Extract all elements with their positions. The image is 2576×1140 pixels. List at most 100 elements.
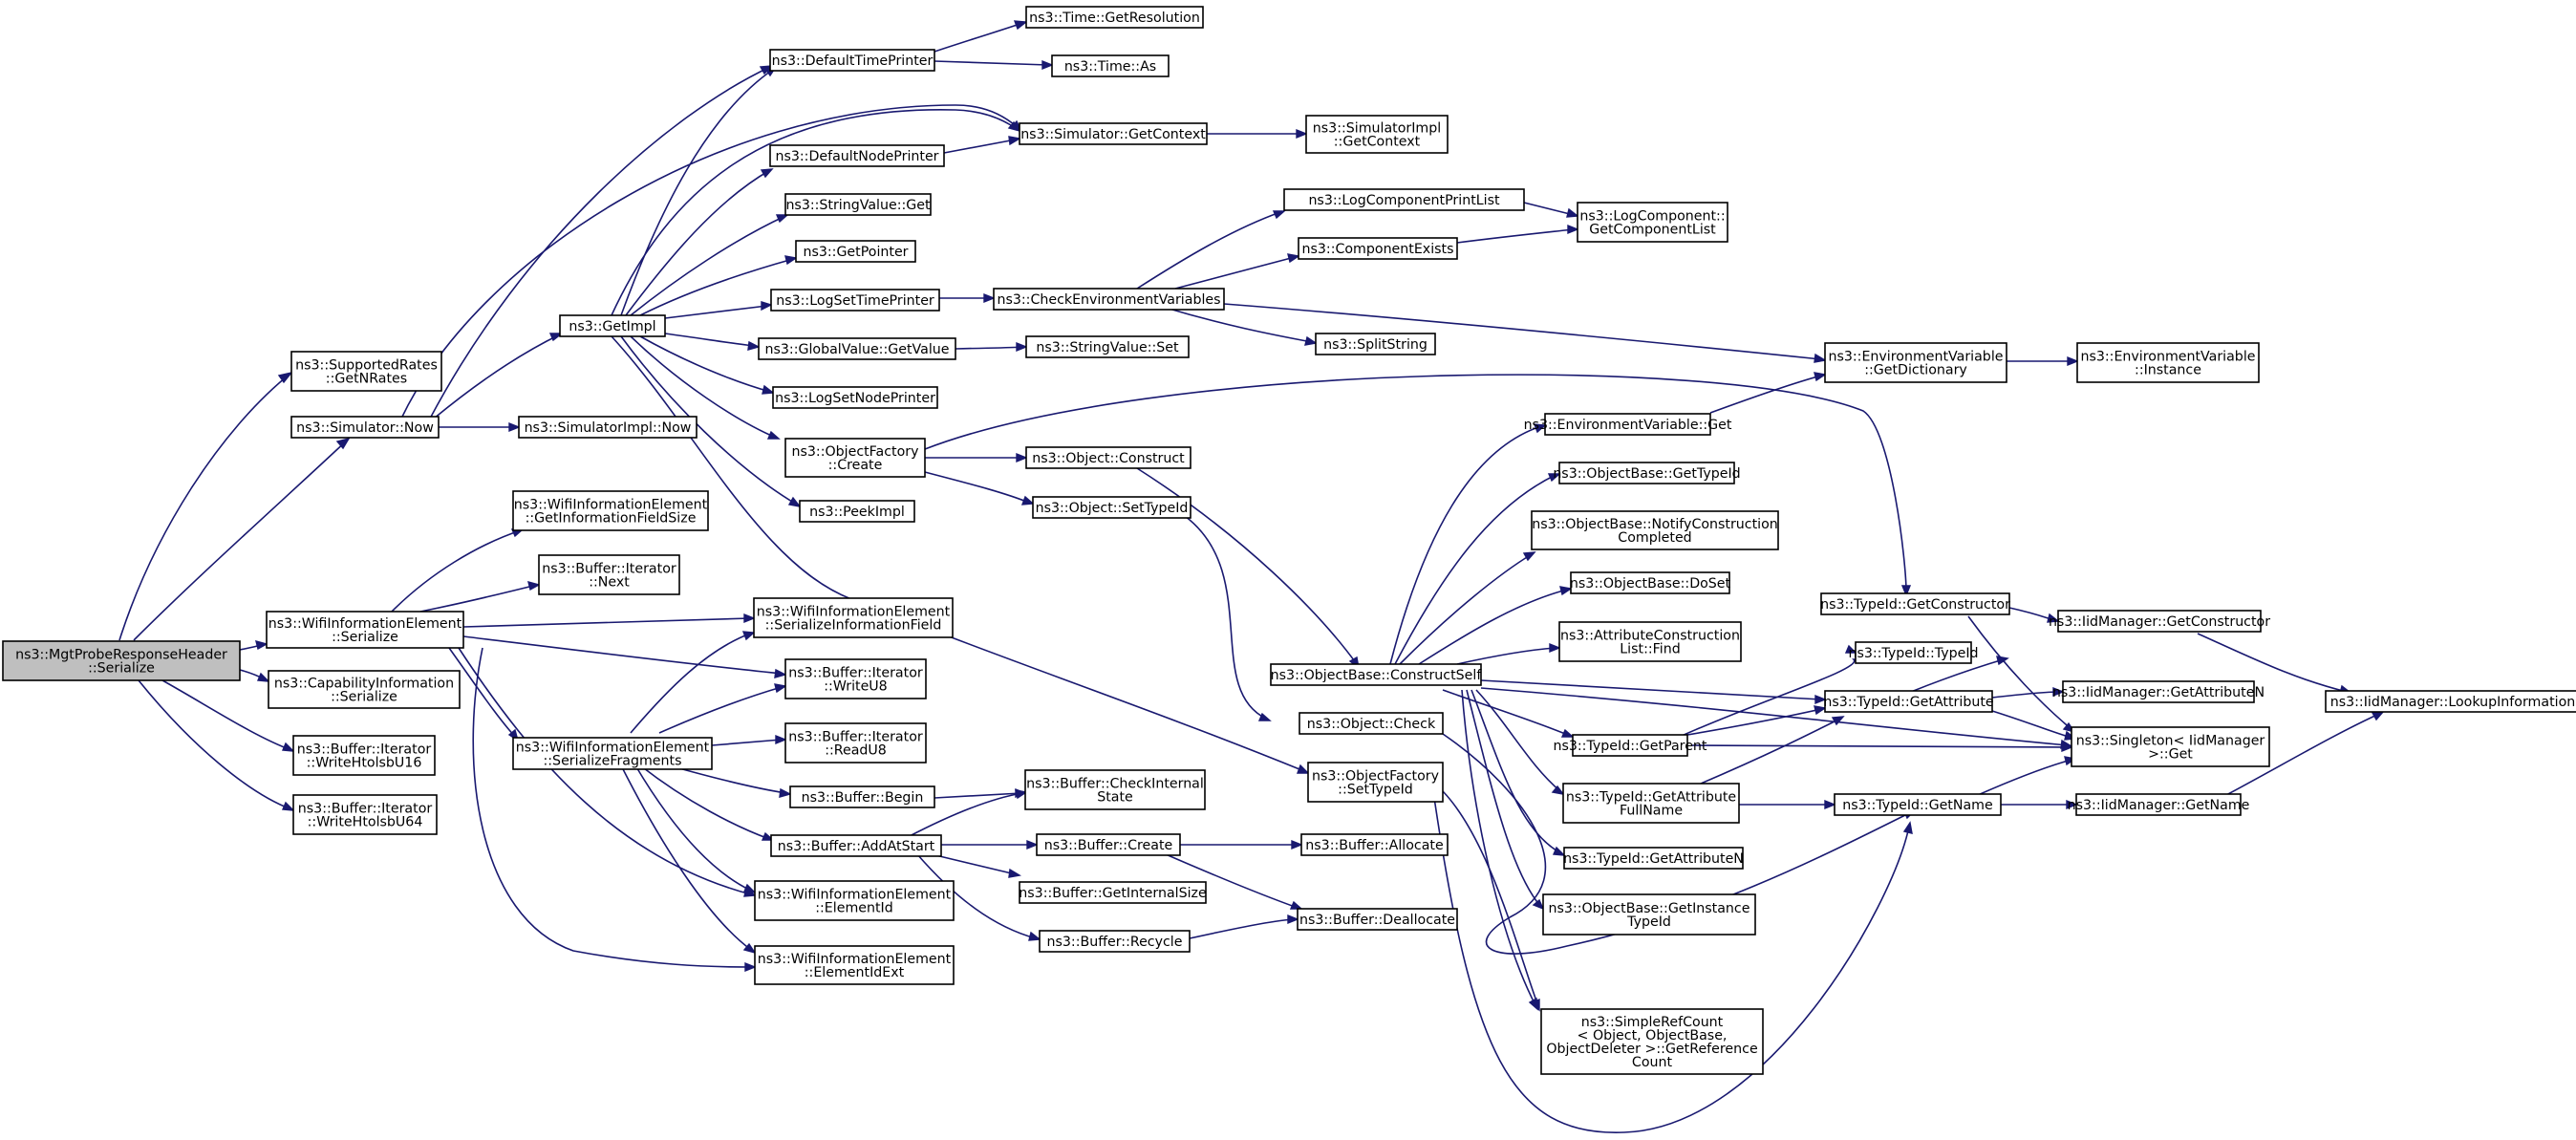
function-node-n21[interactable]: ns3::GlobalValue::GetValue [758,337,956,360]
function-node-n8[interactable]: ns3::SimulatorImpl::Now [518,416,698,439]
function-node-n52[interactable]: ns3::EnvironmentVariable::Instance [2076,342,2260,383]
function-node-n16[interactable]: ns3::DefaultTimePrinter [769,49,935,72]
function-node-n43[interactable]: ns3::ComponentExists [1298,237,1458,260]
node-label-line: ns3::TypeId::GetAttributeN [1563,851,1744,867]
edge-n13-n27 [668,764,792,798]
edge-n7-n25 [611,335,1310,774]
function-node-n55[interactable]: ns3::ObjectBase::NotifyConstructionCompl… [1531,510,1779,550]
function-node-n12[interactable]: ns3::Buffer::Iterator::WriteU8 [784,658,927,699]
edge-n3-n11 [462,613,756,628]
function-node-n54[interactable]: ns3::ObjectBase::GetTypeId [1553,462,1741,484]
node-box [1019,881,1207,904]
function-node-n50[interactable]: ns3::Buffer::Deallocate [1297,908,1458,931]
function-node-n6[interactable]: ns3::Buffer::Iterator::WriteHtolsbU64 [292,794,438,835]
function-node-n59[interactable]: ns3::TypeId::GetParent [1553,734,1707,757]
edge-n28-n39 [931,853,1021,878]
function-node-n18[interactable]: ns3::StringValue::Get [784,193,932,216]
edge-n67-n64 [1977,756,2077,796]
function-node-n34[interactable]: ns3::Object::Construct [1025,446,1191,469]
function-node-n19[interactable]: ns3::GetPointer [795,240,916,263]
function-node-n44[interactable]: ns3::SplitString [1315,333,1436,355]
function-node-n41[interactable]: ns3::SimulatorImpl::GetContext [1305,115,1449,154]
function-node-n66[interactable]: ns3::IidManager::GetAttributeN [2052,680,2265,703]
node-label-line: ns3::WifiInformationElement [758,952,952,967]
node-label-line: ns3::Buffer::GetInternalSize [1019,886,1206,901]
function-node-n27[interactable]: ns3::Buffer::Begin [789,785,935,808]
function-node-n20[interactable]: ns3::LogSetTimePrinter [770,289,940,312]
function-node-n67[interactable]: ns3::TypeId::GetName [1834,793,2002,816]
function-node-n69[interactable]: ns3::IidManager::LookupInformation [2325,690,2576,713]
function-node-n1[interactable]: ns3::SupportedRates::GetNRates [290,351,442,392]
node-label-line: ns3::SupportedRates [295,358,438,374]
function-node-n51[interactable]: ns3::LogComponent::GetComponentList [1577,202,1728,243]
function-node-n2[interactable]: ns3::Simulator::Now [290,416,440,439]
function-node-n13[interactable]: ns3::WifiInformationElement::SerializeFr… [512,737,713,770]
function-node-n35[interactable]: ns3::Object::SetTypeId [1032,496,1191,519]
function-node-n65[interactable]: ns3::TypeId::TypeId [1848,641,1979,664]
function-node-n26[interactable]: ns3::Buffer::Iterator::ReadU8 [784,722,927,764]
node-box [518,416,698,439]
function-node-n38[interactable]: ns3::Buffer::Create [1036,833,1181,856]
function-node-n29[interactable]: ns3::Time::GetResolution [1025,6,1204,29]
node-label-line: ::GetInformationFieldSize [526,511,697,527]
function-node-n3[interactable]: ns3::WifiInformationElement::Serialize [266,611,464,649]
function-node-n25[interactable]: ns3::ObjectFactory::SetTypeId [1307,762,1444,803]
node-label-line: ns3::WifiInformationElement [758,888,952,903]
root-function-node: ns3::MgtProbeResponseHeader::Serialize [2,640,241,681]
node-box [770,834,942,857]
node-box [769,49,935,72]
node-box [1298,237,1458,260]
function-node-n10[interactable]: ns3::Buffer::Iterator::Next [538,554,680,595]
node-box [1051,54,1170,77]
function-node-n68[interactable]: ns3::IidManager::GetName [2068,793,2250,816]
function-node-n58[interactable]: ns3::TypeId::GetAttribute [1823,690,1994,713]
node-label-line: ns3::LogSetNodePrinter [775,391,935,406]
edge-n31-n41 [1207,128,1308,140]
function-node-n39[interactable]: ns3::Buffer::GetInternalSize [1019,881,1207,904]
edge-n32-n44 [1165,307,1318,346]
function-node-n31[interactable]: ns3::Simulator::GetContext [1019,122,1208,145]
function-node-n7[interactable]: ns3::GetImpl [559,314,666,337]
function-node-n46[interactable]: ns3::ObjectBase::ConstructSelf [1270,663,1483,686]
function-node-n32[interactable]: ns3::CheckEnvironmentVariables [993,288,1225,311]
node-label-line: ns3::SimpleRefCount [1581,1015,1724,1030]
function-node-n42[interactable]: ns3::LogComponentPrintList [1283,188,1525,211]
function-node-n22[interactable]: ns3::LogSetNodePrinter [772,386,938,409]
edge-root-n6 [138,679,295,811]
function-node-n11[interactable]: ns3::WifiInformationElement::SerializeIn… [753,597,954,638]
node-box [993,288,1225,311]
function-node-n4[interactable]: ns3::CapabilityInformation::Serialize [268,670,461,709]
edge-n46-n60 [1475,689,1565,796]
function-node-n33[interactable]: ns3::StringValue::Set [1025,335,1190,358]
node-box [1558,462,1735,484]
edge-n67-n68 [2001,799,2078,810]
function-node-n30[interactable]: ns3::Time::As [1051,54,1170,77]
function-node-n64[interactable]: ns3::Singleton< IidManager >::Get [2071,726,2270,767]
function-node-n9[interactable]: ns3::WifiInformationElement::GetInformat… [512,490,709,531]
function-node-n56[interactable]: ns3::ObjectBase::DoSet [1570,571,1731,594]
function-node-n36[interactable]: ns3::TypeId::GetConstructor [1820,592,2010,615]
function-node-n28[interactable]: ns3::Buffer::AddAtStart [770,834,942,857]
function-node-n24[interactable]: ns3::PeekImpl [799,500,915,523]
node-box [784,658,927,699]
function-node-n5[interactable]: ns3::Buffer::Iterator::WriteHtolsbU16 [292,735,436,776]
edge-n13-n14 [634,764,757,893]
function-node-n61[interactable]: ns3::TypeId::GetAttributeN [1563,847,1744,870]
function-node-n63[interactable]: ns3::IidManager::GetConstructor [2049,610,2270,633]
function-node-n15[interactable]: ns3::WifiInformationElement::ElementIdEx… [754,945,955,985]
function-node-n47[interactable]: ns3::Object::Check [1299,712,1444,735]
function-node-n40[interactable]: ns3::Buffer::Recycle [1039,930,1191,953]
function-node-n17[interactable]: ns3::DefaultNodePrinter [769,144,945,167]
function-node-n48[interactable]: ns3::SimpleRefCount< Object, ObjectBase,… [1540,1008,1764,1075]
function-node-n23[interactable]: ns3::ObjectFactory::Create [784,438,926,478]
function-node-n45[interactable]: ns3::EnvironmentVariable::GetDictionary [1824,342,2007,383]
edge-n23-n35 [924,471,1035,505]
function-node-n49[interactable]: ns3::Buffer::Allocate [1300,833,1449,856]
function-node-n14[interactable]: ns3::WifiInformationElement::ElementId [754,880,955,921]
function-node-n53[interactable]: ns3::EnvironmentVariable::Get [1524,413,1732,436]
